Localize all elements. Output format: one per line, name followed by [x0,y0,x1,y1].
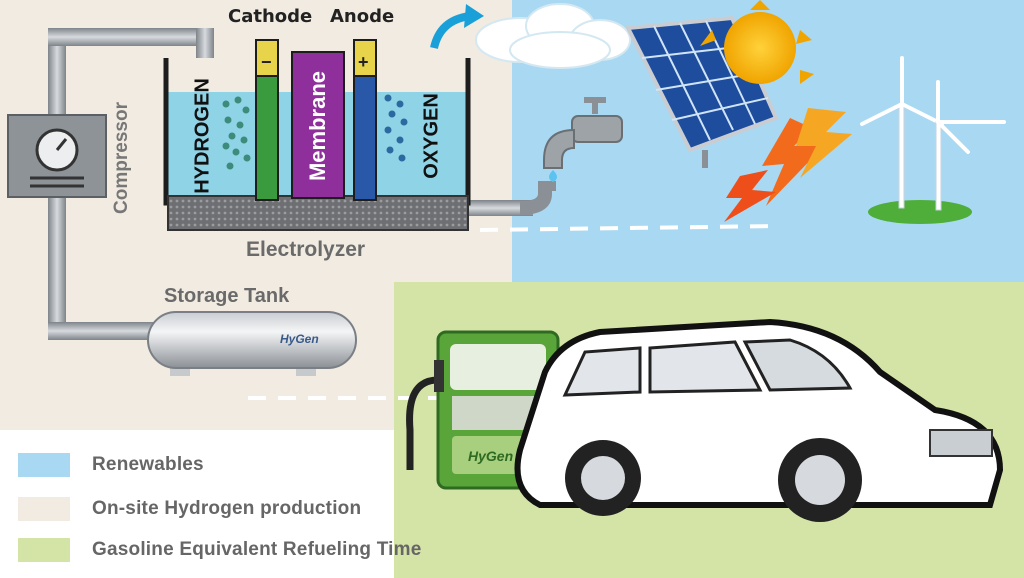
legend-label: Renewables [92,454,204,475]
water-faucet [543,97,623,182]
electrolyzer-tank [163,39,471,231]
legend-item-renewables: Renewables [18,453,204,477]
electrolyzer-label: Electrolyzer [246,238,366,261]
white-suv [514,318,1004,522]
legend-label: On-site Hydrogen production [92,498,362,519]
flow-dashes [248,224,781,400]
hydrogen-label: HYDROGEN [191,78,214,194]
pump-brand-logo: HyGen [468,448,514,464]
storage-tank-label: Storage Tank [164,285,290,307]
anode-label: Anode [330,6,395,27]
anode-plus: + [358,52,369,72]
legend-item-refueling: Gasoline Equivalent Refueling Time [18,538,422,562]
legend-label: Gasoline Equivalent Refueling Time [92,539,422,560]
wind-turbines [860,56,1006,224]
oxygen-label: OXYGEN [420,93,443,179]
sun [700,0,814,84]
oxygen-release [430,3,631,69]
legend-swatch-renewables [18,453,70,477]
legend-swatch-production [18,497,70,521]
compressor [7,114,107,198]
lightning-bolt [724,108,852,222]
cathode-label: Cathode [228,6,313,27]
hydrogen-bubbles [222,96,251,170]
legend-item-production: On-site Hydrogen production [18,497,361,521]
compressor-label: Compressor [111,102,132,214]
oxygen-bubbles [384,94,408,162]
tank-brand-logo: HyGen [280,332,319,346]
membrane-label: Membrane [305,70,330,182]
cathode-minus: − [261,52,272,72]
legend-swatch-refueling [18,538,70,562]
storage-tank [147,311,357,376]
